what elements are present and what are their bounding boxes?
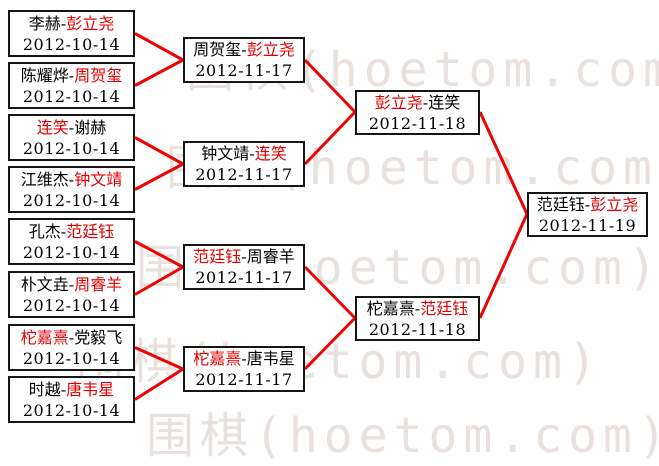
connector-line [134,265,184,296]
match-date: 2012-10-14 [22,242,121,262]
connector-line [303,316,357,371]
match-date: 2012-11-18 [368,113,467,133]
connector-line [134,136,184,166]
player-name: 柁嘉熹 [20,327,69,347]
player-name: 范廷钰- [536,194,591,214]
player-name: 陈耀烨- [20,65,75,85]
match-date: 2012-10-14 [22,86,121,106]
match-date: 2012-11-17 [195,165,293,184]
match-date: 2012-11-17 [195,370,293,389]
player-name: 彭立尧 [374,92,423,112]
player-name: 唐韦星 [66,379,115,399]
match-players: 钟文靖-连笑 [201,143,286,164]
match-date: 2012-11-19 [538,215,637,235]
match-players: 范廷钰-彭立尧 [537,194,638,215]
match-box: 柁嘉熹-唐韦星 2012-11-17 [183,346,305,392]
player-name: 周贺玺- [193,40,247,59]
match-players: 朴文垚-周睿羊 [21,274,122,295]
player-name: -周睿羊 [241,247,295,266]
match-date: 2012-10-14 [22,295,121,315]
player-name: 连笑 [36,117,69,137]
match-box: 钟文靖-连笑 2012-11-17 [183,141,305,187]
match-box: 时越-唐韦星 2012-10-14 [8,376,135,423]
match-date: 2012-10-14 [22,400,121,420]
match-date: 2012-10-14 [22,34,121,54]
player-name: 彭立尧 [66,13,115,33]
match-players: 彭立尧-连笑 [375,92,460,113]
player-name: -连笑 [422,92,461,112]
match-box: 彭立尧-连笑 2012-11-18 [355,90,480,135]
match-box: 陈耀烨-周贺玺 2012-10-14 [8,62,135,109]
match-box: 范廷钰-周睿羊 2012-11-17 [183,244,305,290]
player-name: -谢赫 [68,117,107,137]
player-name: 范廷钰 [193,247,242,266]
match-date: 2012-10-14 [22,138,121,158]
match-date: 2012-11-17 [195,61,293,80]
connector-line [478,213,529,319]
connector-line [303,110,357,166]
match-date: 2012-10-14 [22,190,121,210]
match-players: 孔杰-范廷钰 [29,221,114,242]
match-box: 柁嘉熹-党毅飞 2012-10-14 [8,324,135,371]
player-name: 彭立尧 [246,40,295,59]
match-players: 陈耀烨-周贺玺 [21,65,122,86]
player-name: 连笑 [254,144,287,163]
player-name: -党毅飞 [68,327,123,347]
match-box: 江维杰-钟文靖 2012-10-14 [8,166,135,213]
player-name: -唐韦星 [241,349,295,368]
connector-line [134,32,184,62]
player-name: 范廷钰 [66,221,115,241]
match-players: 柁嘉熹-范廷钰 [367,298,468,319]
connector-line [478,111,529,215]
match-box: 李赫-彭立尧 2012-10-14 [8,10,135,57]
match-players: 李赫-彭立尧 [29,13,114,34]
player-name: 彭立尧 [590,194,639,214]
connector-line [303,265,357,320]
player-name: 孔杰- [28,221,67,241]
match-box: 范廷钰-彭立尧 2012-11-19 [527,192,648,237]
player-name: 钟文靖- [201,144,255,163]
player-name: 时越- [28,379,67,399]
match-date: 2012-11-17 [195,268,293,287]
connector-line [134,58,184,87]
match-players: 柁嘉熹-党毅飞 [21,327,122,348]
match-players: 柁嘉熹-唐韦星 [193,348,294,369]
player-name: 范廷钰 [420,298,469,318]
connector-line [134,162,184,191]
connector-line [134,240,184,269]
match-box: 朴文垚-周睿羊 2012-10-14 [8,271,135,318]
match-date: 2012-10-14 [22,348,121,368]
bracket-connectors [134,32,529,401]
match-box: 孔杰-范廷钰 2012-10-14 [8,218,135,265]
connector-line [134,367,184,401]
match-players: 连笑-谢赫 [37,117,106,138]
player-name: 江维杰- [20,169,75,189]
player-name: 钟文靖 [74,169,123,189]
player-name: 李赫- [28,13,67,33]
player-name: 柁嘉熹- [366,298,421,318]
player-name: 周贺玺 [74,65,123,85]
connector-line [303,58,357,114]
match-players: 周贺玺-彭立尧 [193,39,294,60]
connector-line [134,346,184,371]
match-box: 连笑-谢赫 2012-10-14 [8,114,135,161]
match-players: 时越-唐韦星 [29,379,114,400]
player-name: 周睿羊 [74,274,123,294]
match-box: 柁嘉熹-范廷钰 2012-11-18 [355,296,480,341]
match-box: 周贺玺-彭立尧 2012-11-17 [183,37,305,83]
match-players: 江维杰-钟文靖 [21,169,122,190]
match-players: 范廷钰-周睿羊 [193,246,294,267]
player-name: 朴文垚- [20,274,75,294]
player-name: 柁嘉熹 [193,349,242,368]
match-date: 2012-11-18 [368,319,467,339]
